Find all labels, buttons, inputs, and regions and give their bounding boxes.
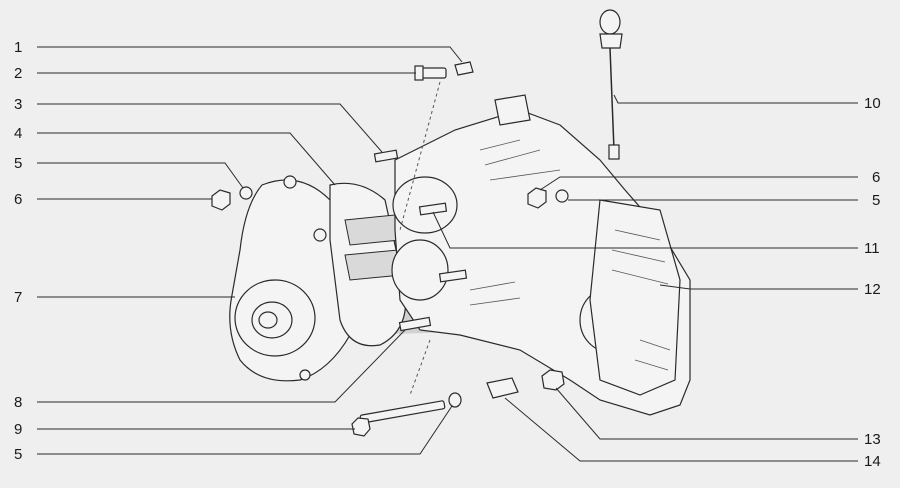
callouts-left: 1 2 3 4 5 6 7 8 9 5 [14,39,22,463]
callout-7: 7 [14,289,22,306]
callout-13: 13 [864,431,881,448]
callout-10: 10 [864,95,881,112]
callout-5a: 5 [14,155,22,172]
callout-8: 8 [14,394,22,411]
callout-14: 14 [864,453,881,470]
leader-lines [37,46,858,462]
transmission-housing [391,94,691,416]
callout-3: 3 [14,96,22,113]
explode-guides [399,81,441,396]
callout-6a: 6 [14,191,22,208]
callout-6b: 6 [872,169,880,186]
dipstick [599,9,623,160]
callout-11: 11 [864,240,880,257]
callout-12: 12 [864,281,881,298]
callout-5b: 5 [872,192,880,209]
callout-4: 4 [14,125,22,142]
callout-2: 2 [14,65,22,82]
callout-9: 9 [14,421,22,438]
callout-5c: 5 [14,446,22,463]
small-parts [211,61,569,437]
callout-1: 1 [14,39,22,56]
callouts-right: 10 6 5 11 12 13 14 [864,95,881,470]
